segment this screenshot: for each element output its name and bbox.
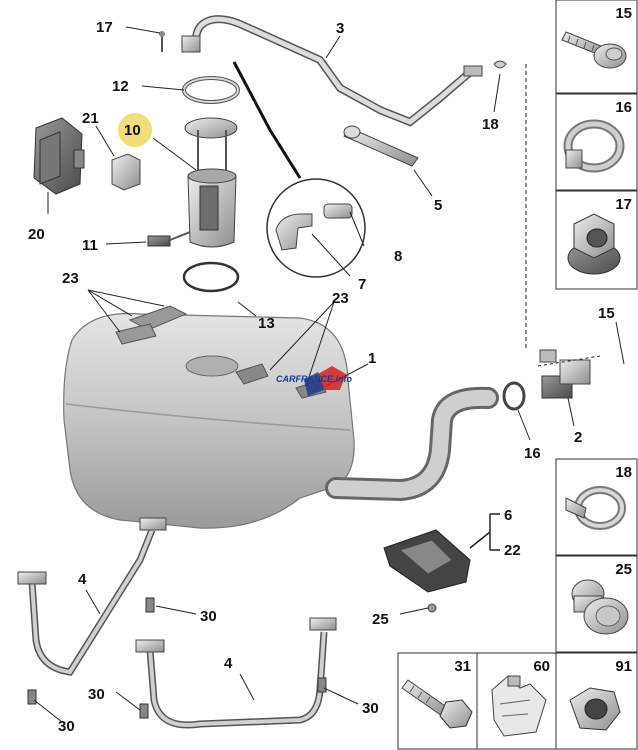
callout-12: 12 xyxy=(112,78,129,95)
spring-clip-icon xyxy=(565,486,626,530)
callout-16: 16 xyxy=(524,445,541,462)
strap-bolt xyxy=(317,677,327,693)
side-cell-15: 15 xyxy=(555,0,638,94)
callout-23a: 23 xyxy=(62,270,79,287)
callout-4b: 4 xyxy=(224,655,233,672)
vent-pin xyxy=(159,31,165,52)
bracket-clip-icon xyxy=(491,675,547,737)
callout-2: 2 xyxy=(574,429,582,446)
callout-10: 10 xyxy=(124,122,141,139)
callout-13: 13 xyxy=(258,315,275,332)
side-cell-25: 25 xyxy=(555,555,638,653)
fuel-sensor xyxy=(147,231,191,247)
side-cell-18: 18 xyxy=(555,458,638,556)
screw-icon xyxy=(561,31,627,69)
callout-25: 25 xyxy=(372,611,389,628)
fuel-pump-module xyxy=(184,117,238,248)
hose-clamp-icon xyxy=(563,119,625,173)
callout-7: 7 xyxy=(358,276,366,293)
side-cell-number: 25 xyxy=(615,561,632,578)
bottom-cell-31: 31 xyxy=(397,652,478,750)
filler-hose xyxy=(325,386,499,502)
pump-seal xyxy=(182,261,240,293)
hex-nut-icon xyxy=(569,687,621,731)
callout-30a: 30 xyxy=(200,608,217,625)
strap-bolt xyxy=(139,703,149,719)
callout-20: 20 xyxy=(28,226,45,243)
strap-bolt xyxy=(27,689,37,705)
side-cell-number: 18 xyxy=(615,464,632,481)
pipe-clip xyxy=(463,60,507,77)
callout-1: 1 xyxy=(368,350,376,367)
locking-ring xyxy=(182,76,240,104)
callout-3: 3 xyxy=(336,20,344,37)
callout-8: 8 xyxy=(394,248,402,265)
side-cell-number: 15 xyxy=(615,5,632,22)
callout-22: 22 xyxy=(504,542,521,559)
callout-6: 6 xyxy=(504,507,512,524)
bottom-cell-60: 60 xyxy=(476,652,557,750)
flange-nut-icon xyxy=(567,213,621,275)
callout-15: 15 xyxy=(598,305,615,322)
callout-5: 5 xyxy=(434,197,442,214)
bottom-cell-number: 60 xyxy=(533,658,550,675)
callout-23b: 23 xyxy=(332,290,349,307)
strap-left xyxy=(17,517,167,676)
heat-shield xyxy=(383,529,471,593)
vent-pipe xyxy=(181,15,472,127)
bottom-cell-number: 31 xyxy=(454,658,471,675)
callout-30b: 30 xyxy=(88,686,105,703)
side-cell-17: 17 xyxy=(555,190,638,290)
side-cell-number: 16 xyxy=(615,99,632,116)
callout-21: 21 xyxy=(82,110,99,127)
callout-4a: 4 xyxy=(78,571,87,588)
side-cell-91: 91 xyxy=(555,652,638,750)
filler-clamp xyxy=(502,381,526,411)
side-panel: 15 16 17 xyxy=(555,0,638,750)
relay xyxy=(111,153,141,191)
side-cell-16: 16 xyxy=(555,93,638,191)
side-cell-number: 17 xyxy=(615,196,632,213)
strap-bolt xyxy=(145,597,155,613)
strap-right xyxy=(135,617,337,729)
watermark: CARFRANCE.info xyxy=(276,366,352,396)
part-10-highlight xyxy=(118,113,152,147)
hex-bolt-icon xyxy=(401,679,473,729)
fuel-tank xyxy=(63,305,355,529)
bottom-panel: 31 60 xyxy=(397,652,557,750)
leader-lines xyxy=(33,26,625,723)
callout-11: 11 xyxy=(82,237,98,254)
callout-18: 18 xyxy=(482,116,499,133)
control-unit xyxy=(33,117,85,195)
shield-rivet xyxy=(427,603,437,613)
side-cell-number: 91 xyxy=(615,658,632,675)
callouts: 17 3 12 21 10 18 5 20 11 8 23 7 23 13 15… xyxy=(28,19,615,735)
push-rivet-icon xyxy=(571,579,629,635)
callout-17: 17 xyxy=(96,19,113,36)
callout-30d: 30 xyxy=(58,718,75,735)
detail-circle xyxy=(232,61,366,278)
check-valve xyxy=(343,125,419,167)
watermark-text: CARFRANCE.info xyxy=(276,374,352,384)
callout-30c: 30 xyxy=(362,700,379,717)
filler-neck-head xyxy=(539,349,591,399)
